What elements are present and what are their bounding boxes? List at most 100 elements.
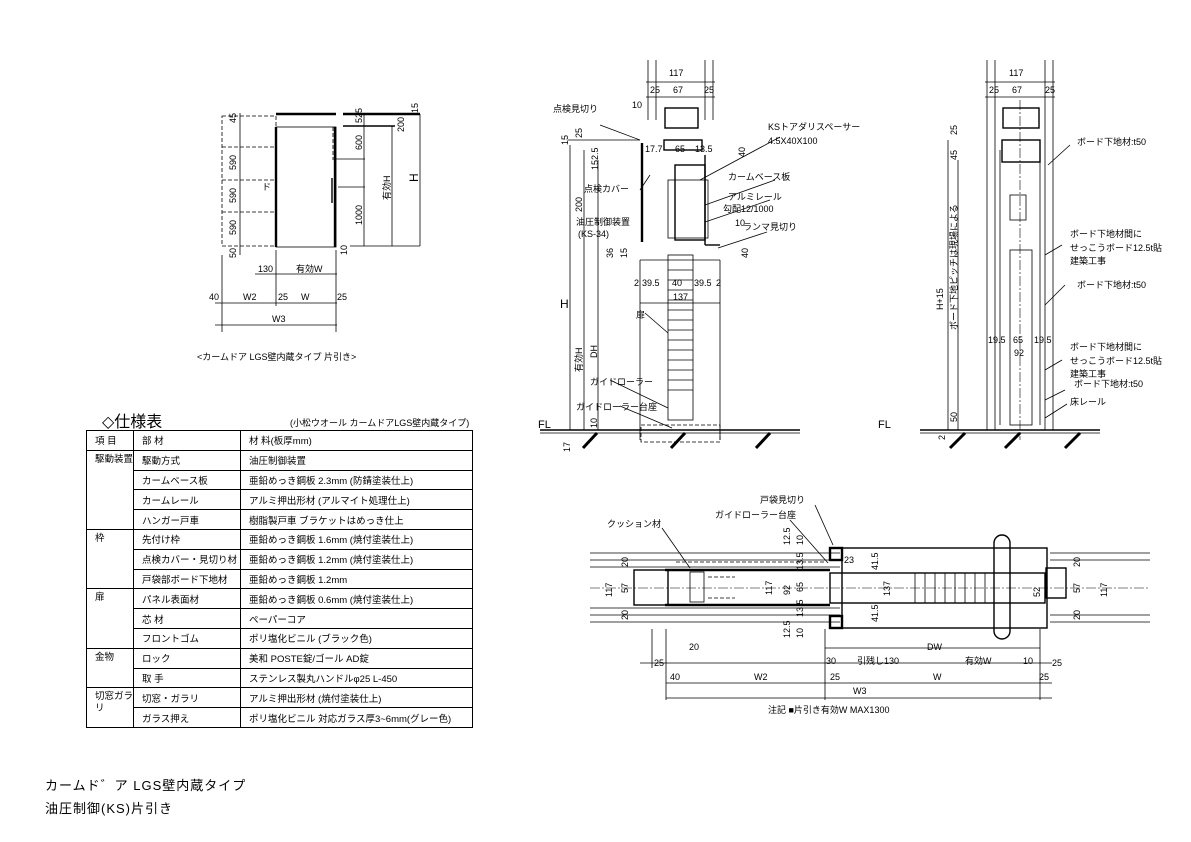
label: (KS-34) [578, 229, 609, 239]
dim: 65 [675, 144, 685, 154]
dim: 19.5 [1034, 335, 1052, 345]
label: クッション材 [607, 518, 661, 529]
dim: 17 [562, 442, 572, 452]
dim: 10 [339, 245, 349, 255]
label: 4.5X40X100 [768, 136, 818, 146]
dim: 10 [795, 535, 805, 545]
dim: 25 [704, 85, 714, 95]
label: 点検カバー [584, 183, 629, 194]
dim: 19.5 [988, 335, 1006, 345]
group-label: 扉 [86, 588, 134, 649]
dim: 41.5 [870, 552, 880, 570]
dim: 590 [228, 220, 238, 235]
label: カームベース板 [728, 171, 790, 182]
table-row: カームレールアルミ押出形材 (アルマイト処理仕上) [87, 489, 473, 511]
label: ランマ見切り [743, 222, 797, 232]
plan-note: 注記 ■片引き有効W MAX1300 [768, 704, 889, 715]
table-row: 点検カバー・見切り材亜鉛めっき鋼板 1.2mm (焼付塗装仕上) [87, 548, 473, 570]
dim: 117 [669, 68, 683, 78]
door-panel-hatching [668, 269, 693, 391]
spec-header-row: 項 目 部 材 材 料(板厚mm) [86, 430, 473, 451]
dim: 525 [354, 108, 364, 123]
dim: 23 [844, 555, 854, 565]
dim: 41.5 [870, 604, 880, 622]
label: ボード下地材間に [1070, 228, 1142, 239]
drawing-subtitle: 油圧制御(KS)片引き [45, 801, 174, 816]
dim: 117 [764, 581, 774, 595]
label: FL [878, 419, 891, 431]
group-label: 枠 [86, 528, 134, 590]
handle-icon [993, 534, 1011, 640]
dim: 67 [1012, 85, 1022, 95]
label: 床レール [1070, 396, 1106, 407]
dim: 20 [1072, 557, 1082, 567]
dim: 20 [689, 642, 699, 652]
label: 油圧制御装置 [576, 216, 630, 227]
label: ボード下地材:t50 [1077, 136, 1146, 147]
dim: 52 [1032, 587, 1042, 597]
dim: 10 [1023, 656, 1033, 666]
dim: 36 [605, 248, 615, 258]
dim: 10 [735, 218, 745, 228]
dim: 2 [634, 278, 639, 288]
section-view-door: 117 25 67 25 点検見切り KSトアダリスペーサー 4.5X40X10… [538, 60, 860, 452]
label: ガイドローラー台座 [576, 401, 657, 412]
dim: 25 [830, 672, 840, 682]
dim: 39.5 [642, 278, 660, 288]
label: 建築工事 [1070, 368, 1106, 379]
table-row: ガラス押えポリ塩化ビニル 対応ガラス厚3~6mm(グレー色) [87, 707, 473, 728]
label: 勾配12/1000 [723, 203, 774, 214]
label: アルミレール [728, 192, 782, 202]
table-row: 金物ロック美和 POSTE錠/ゴール AD錠 [86, 647, 473, 689]
label: ボード下地材:t50 [1074, 378, 1143, 389]
dim: 17.7 [645, 144, 663, 154]
dim: 50 [228, 248, 238, 258]
dim: 2 [716, 278, 721, 288]
dim: 25 [654, 658, 664, 668]
table-row: 戸袋部ボード下地材亜鉛めっき鋼板 1.2mm [87, 568, 473, 590]
dim: 10 [632, 100, 642, 110]
spec-subtitle: (小松ウオール カームドアLGS壁内蔵タイプ) [290, 418, 470, 428]
label: KSトアダリスペーサー [768, 121, 860, 132]
material: ポリ塩化ビニル 対応ガラス厚3~6mm(グレー色) [240, 707, 473, 728]
dim: 137 [673, 292, 688, 302]
dim: 20 [1072, 610, 1082, 620]
dim: 25 [1039, 672, 1049, 682]
dim: 40 [740, 248, 750, 258]
dim: 200 [396, 117, 406, 132]
dim: H [407, 173, 421, 182]
dim: 15 [410, 103, 420, 113]
dim: 15 [560, 135, 570, 145]
dim: 13.5 [795, 552, 805, 570]
spec-title: ◇仕様表 [102, 414, 163, 431]
label: 扉 [636, 309, 645, 320]
dim: 有効W [296, 263, 323, 274]
dim: 152.5 [590, 147, 600, 170]
elevation-caption: <カームドア LGS壁内蔵タイプ 片引き> [197, 351, 356, 362]
dim: W [301, 292, 310, 302]
dim: 40 [209, 292, 219, 302]
spec-table: 項 目 部 材 材 料(板厚mm) 駆動装置駆動方式油圧制御装置 カームベース板… [86, 430, 473, 728]
dim: 10 [589, 418, 599, 428]
dim: 92 [782, 585, 792, 595]
dim: W [933, 672, 942, 682]
dim: 1000 [354, 205, 364, 225]
dim: 600 [354, 135, 364, 150]
dim: 65 [795, 582, 805, 592]
dim: 45 [949, 150, 959, 160]
dim: 39.5 [694, 278, 712, 288]
plan-view: クッション材 ガイドローラー台座 戸袋見切り 12.5 10 13.5 65 1… [590, 494, 1150, 715]
label: せっこうボード12.5t貼 [1070, 242, 1162, 253]
label: せっこうボード12.5t貼 [1070, 355, 1162, 366]
label: ガイドローラー [590, 377, 653, 387]
dim: 117 [1099, 583, 1109, 597]
label: ボード下地材:t50 [1077, 279, 1146, 290]
label: ボード下地ピッチは現場による [948, 204, 959, 330]
label: 戸袋見切り [760, 494, 805, 505]
dim: 25 [278, 292, 288, 302]
dim: 15 [619, 248, 629, 258]
label: ボード下地材間に [1070, 341, 1142, 352]
dim: 10 [795, 628, 805, 638]
dim: 25 [337, 292, 347, 302]
dim: 20 [620, 610, 630, 620]
